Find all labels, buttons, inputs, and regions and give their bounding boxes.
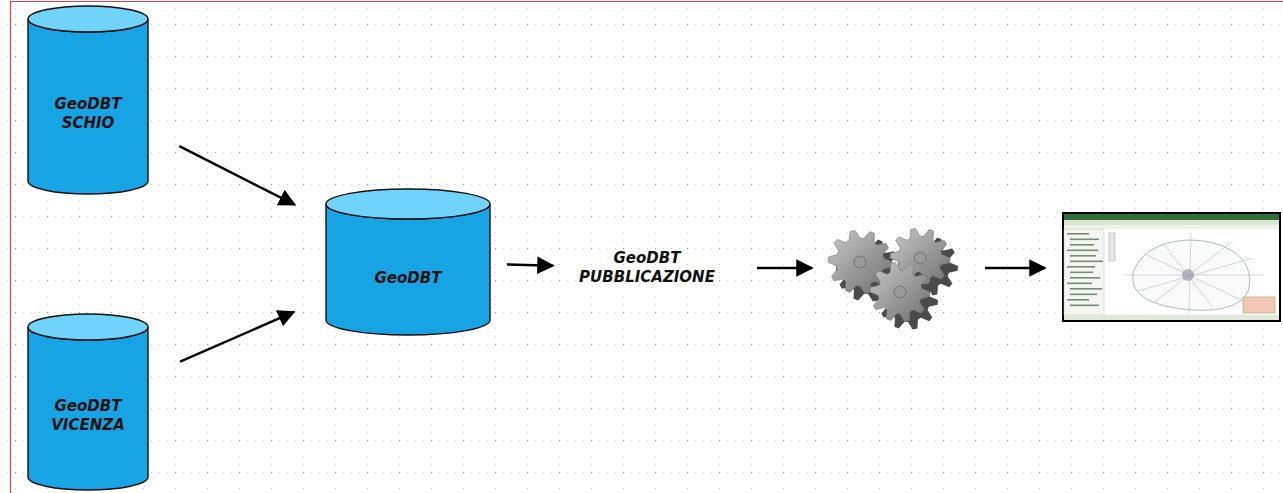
map-screenshot bbox=[1063, 213, 1280, 321]
database-cylinder: GeoDBT SCHIO bbox=[27, 5, 149, 195]
flow-arrow bbox=[507, 264, 553, 265]
node-text: GeoDBT bbox=[375, 269, 442, 288]
cylinder-outline bbox=[325, 188, 491, 336]
database-cylinder: GeoDBT bbox=[325, 188, 491, 336]
page-frame bbox=[11, 2, 1283, 493]
gears-icon bbox=[828, 228, 958, 329]
flow-arrow bbox=[180, 312, 294, 362]
node-text: GeoDBT VICENZA bbox=[43, 397, 133, 435]
node-text: GeoDBT SCHIO bbox=[48, 95, 128, 133]
process-label: GeoDBT PUBBLICAZIONE bbox=[565, 238, 729, 298]
flow-arrow bbox=[985, 267, 1045, 270]
database-cylinder: GeoDBT VICENZA bbox=[27, 313, 149, 491]
flow-arrow bbox=[179, 146, 294, 204]
node-text: GeoDBT PUBBLICAZIONE bbox=[577, 249, 717, 287]
flow-arrow bbox=[757, 267, 812, 270]
